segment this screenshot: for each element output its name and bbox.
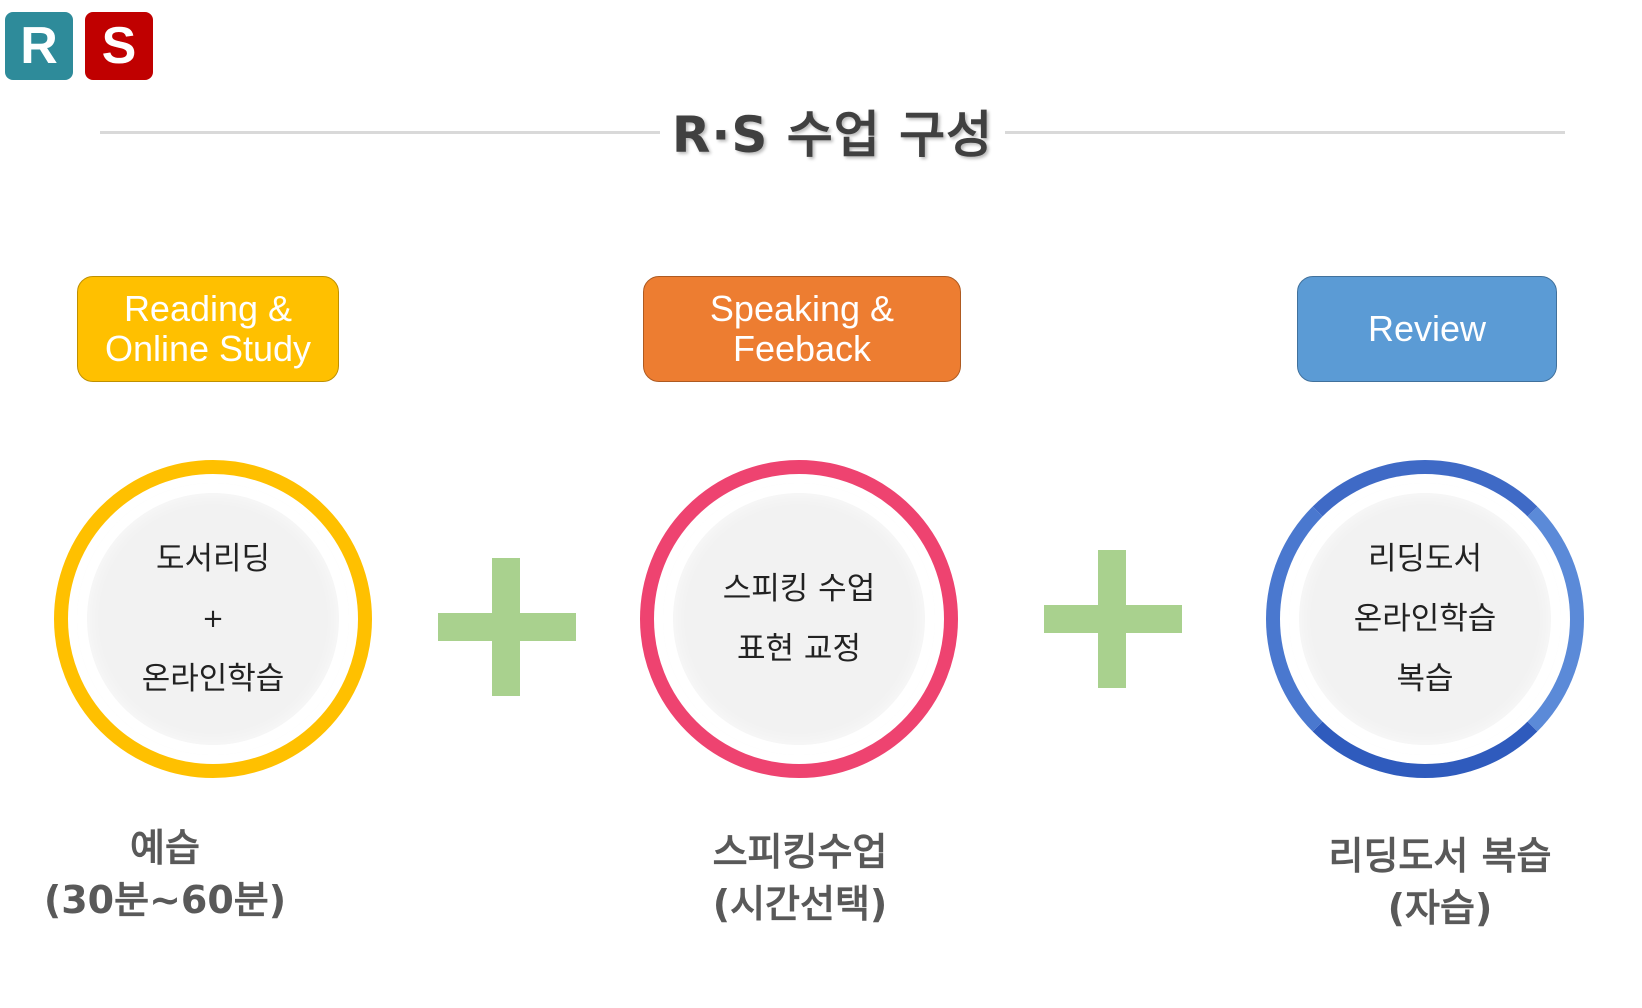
stage-1-circle-line: 도서리딩 [155,541,271,577]
stage-1-circle: 도서리딩 + 온라인학습 [54,460,372,778]
stage-1-caption-detail: (30분~60분) [43,878,287,922]
stage-3-header: Review [1297,276,1557,382]
stage-3-caption-detail: (자습) [1387,886,1493,930]
stage-2-circle: 스피킹 수업 표현 교정 [640,460,958,778]
stage-1-header: Reading & Online Study [77,276,339,382]
stage-3-circle-content: 리딩도서 온라인학습 복습 [1289,483,1561,755]
stage-3-circle-line: 복습 [1396,661,1454,697]
stage-3-caption-title: 리딩도서 복습 [1328,834,1552,878]
plus-connector-horizontal-bar [438,613,576,641]
stage-1-caption: 예습 (30분~60분) [40,822,290,926]
logo-r-tile: R [5,12,73,80]
page-title: R·S 수업 구성 [671,106,994,164]
stage-3-circle: 리딩도서 온라인학습 복습 [1266,460,1584,778]
plus-connector-2 [1044,550,1182,688]
stage-1-circle-plus: + [202,604,224,634]
stage-2-circle-line: 스피킹 수업 [722,571,876,607]
stage-3-caption: 리딩도서 복습 (자습) [1300,830,1580,934]
stage-2-caption-detail: (시간선택) [712,882,888,926]
title-divider-left [100,131,660,134]
stage-3-circle-line: 온라인학습 [1353,601,1497,637]
stage-1-circle-line: 온라인학습 [141,661,285,697]
stage-2-circle-content: 스피킹 수업 표현 교정 [663,483,935,755]
stage-2-caption-title: 스피킹수업 [712,830,888,874]
stage-3-circle-line: 리딩도서 [1367,541,1483,577]
logo-s-tile: S [85,12,153,80]
stage-1-caption-title: 예습 [130,826,200,870]
stage-2-header: Speaking & Feeback [643,276,961,382]
plus-connector-horizontal-bar [1044,605,1182,633]
stage-2-circle-line: 표현 교정 [737,631,861,667]
plus-connector-1 [438,558,576,696]
stage-1-circle-content: 도서리딩 + 온라인학습 [77,483,349,755]
title-divider-right [1005,131,1565,134]
stage-2-caption: 스피킹수업 (시간선택) [680,826,920,930]
